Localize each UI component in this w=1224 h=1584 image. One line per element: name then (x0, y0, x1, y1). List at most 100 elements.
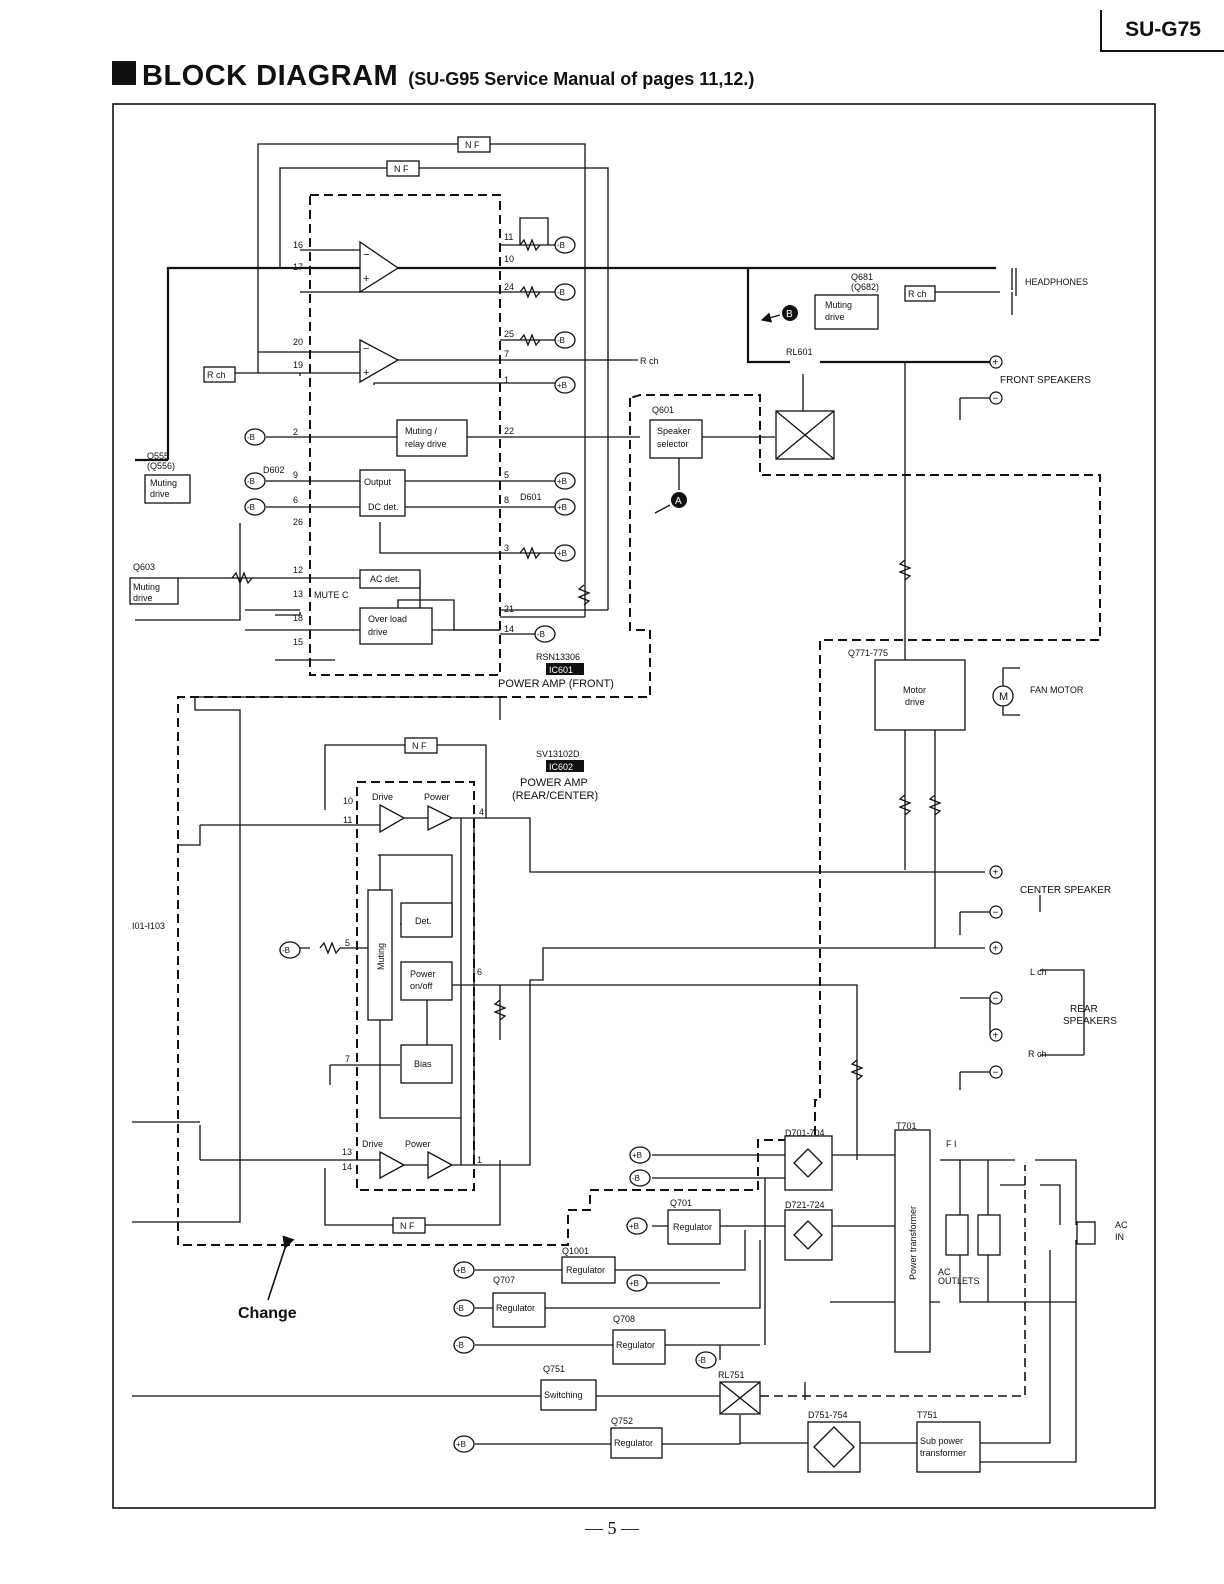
part-labels: Q555 (Q556) Q603 Q681 (Q682) Q601 Q771-7… (132, 272, 1128, 1426)
lch-label: L ch (1030, 967, 1047, 977)
front-speakers-label: FRONT SPEAKERS (1000, 375, 1091, 386)
power-transformer-label: Power transformer (908, 1206, 918, 1280)
page-header: BLOCK DIAGRAM (SU-G95 Service Manual of … (112, 60, 754, 93)
ic602-pin: 14 (342, 1162, 352, 1172)
power-label-1: Power (424, 792, 450, 802)
minus-b-terminal: -B (554, 283, 576, 301)
ac-outlets-label-2: OUTLETS (938, 1276, 980, 1286)
page-number: — 5 — (585, 1518, 639, 1538)
speaker-terminal (989, 1065, 1003, 1079)
q555-muting-label-2: drive (150, 489, 170, 499)
plus-b-terminal: +B (554, 472, 576, 490)
q603-muting-label-2: drive (133, 593, 153, 603)
q752-regulator-label: Regulator (614, 1438, 653, 1448)
plus-b-terminal: +B (554, 376, 576, 394)
svg-text:−: − (363, 249, 369, 261)
terminal-sign: − (993, 1068, 999, 1079)
output-dc-label-1: Output (364, 477, 392, 487)
rch-output-label: R ch (640, 356, 659, 366)
speaker-terminal (989, 991, 1003, 1005)
ic601-part-label: RSN13306 (536, 652, 580, 662)
motor-drive-label-2: drive (905, 697, 925, 707)
motor-drive-label-1: Motor (903, 685, 926, 695)
terminal-sign: − (993, 994, 999, 1005)
rail-label: -B (247, 433, 255, 442)
d701-label: D701-704 (785, 1128, 825, 1138)
ic601-pin: 7 (504, 349, 509, 359)
rl601-label: RL601 (786, 347, 813, 357)
q601-label: Q601 (652, 405, 674, 415)
q603-muting-label-1: Muting (133, 582, 160, 592)
minus-b-terminal: -B (244, 428, 266, 446)
plus-b-terminal: +B (554, 498, 576, 516)
block-labels: Muting / relay drive Output DC det. AC d… (133, 140, 966, 1458)
rail-label: +B (629, 1222, 639, 1231)
q681-label-2: (Q682) (851, 282, 879, 292)
ic602-ref-label: IC602 (549, 762, 573, 772)
power-onoff-label-2: on/off (410, 981, 433, 991)
rail-label: -B (456, 1304, 464, 1313)
over-load-label-2: drive (368, 627, 388, 637)
minus-b-terminal: -B (695, 1351, 717, 1369)
nf-label-2: N F (394, 164, 409, 174)
speaker-terminal (989, 905, 1003, 919)
muting-relay-label-2: relay drive (405, 439, 447, 449)
q555-label-2: (Q556) (147, 461, 175, 471)
output-dc-label-2: DC det. (368, 502, 399, 512)
speaker-terminal (989, 355, 1003, 369)
q707-regulator-label: Regulator (496, 1303, 535, 1313)
minus-b-terminal: -B (453, 1336, 475, 1354)
ic601-pin: 9 (293, 470, 298, 480)
ac-in-label-2: IN (1115, 1232, 1124, 1242)
ic601-ref-label: IC601 (549, 665, 573, 675)
ic602-pin: 7 (345, 1054, 350, 1064)
ic601-pin: 3 (504, 543, 509, 553)
nf-label-4: N F (400, 1221, 415, 1231)
model-tag: SU-G75 (1100, 10, 1224, 52)
minus-b-terminal: -B (244, 472, 266, 490)
ic602-pin: 6 (477, 967, 482, 977)
svg-text:−: − (363, 343, 369, 355)
rail-label: +B (557, 503, 567, 512)
ic601-pin: 12 (293, 565, 303, 575)
rail-label: -B (247, 503, 255, 512)
rail-label: +B (629, 1279, 639, 1288)
ic602-box (356, 781, 475, 1191)
sub-power-label-2: transformer (920, 1448, 966, 1458)
mute-c-label: MUTE C (314, 590, 349, 600)
ic601-pin: 15 (293, 637, 303, 647)
ac-in-label-1: AC (1115, 1220, 1128, 1230)
q681-muting-label-1: Muting (825, 300, 852, 310)
ic601-box (309, 194, 501, 676)
plus-b-terminal: +B (554, 544, 576, 562)
terminal-sign: + (993, 944, 999, 955)
ic601-pin: 10 (504, 254, 514, 264)
d602-label: D602 (263, 465, 285, 475)
ic601-pin: 5 (504, 470, 509, 480)
q701-regulator-label: Regulator (673, 1222, 712, 1232)
center-speaker-label: CENTER SPEAKER (1020, 885, 1111, 896)
ic602-pin: 13 (342, 1147, 352, 1157)
pin-numbers: 1617201929626121318151110242571225832114… (293, 232, 514, 1172)
amplifiers (359, 240, 454, 1180)
ic601-pin: 20 (293, 337, 303, 347)
plus-b-terminal: +B (626, 1274, 648, 1292)
q681-muting-label-2: drive (825, 312, 845, 322)
q771-label: Q771-775 (848, 648, 888, 658)
supply-terminals: -B-B-B+B-B-B-B+B+B+B-B-B+B-B+B+B+B-B-B-B… (244, 236, 1003, 1453)
minus-b-terminal: -B (453, 1299, 475, 1317)
minus-b-terminal: -B (554, 331, 576, 349)
rch-input-label: R ch (207, 370, 226, 380)
speaker-terminal (989, 941, 1003, 955)
minus-b-terminal: -B (279, 941, 301, 959)
rail-label: -B (557, 336, 565, 345)
ic601-pin: 2 (293, 427, 298, 437)
q708-regulator-label: Regulator (616, 1340, 655, 1350)
rl751-label: RL751 (718, 1370, 745, 1380)
rch-headphone-label: R ch (908, 289, 927, 299)
ic602-name-label-2: (REAR/CENTER) (512, 790, 598, 802)
rail-label: -B (247, 477, 255, 486)
rear-speakers-label-1: REAR (1070, 1004, 1098, 1015)
ic601-pin: 25 (504, 329, 514, 339)
